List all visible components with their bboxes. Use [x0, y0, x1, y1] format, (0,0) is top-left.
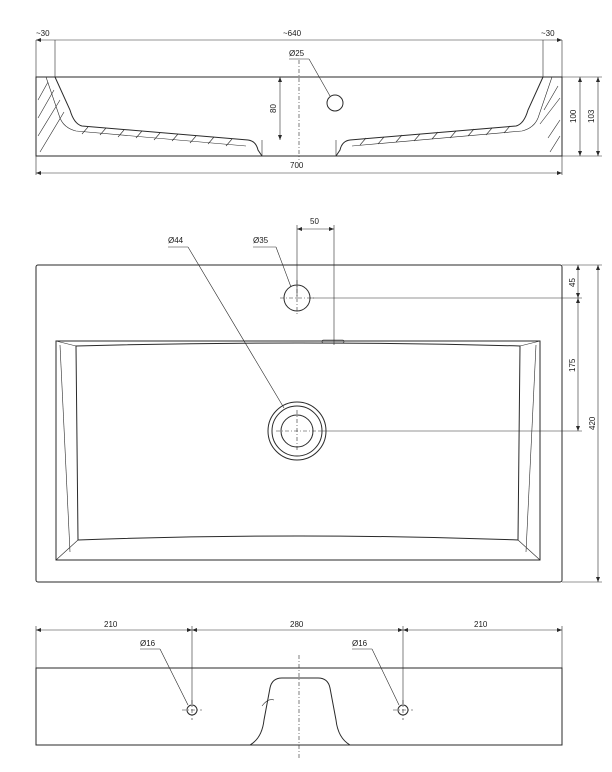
top-outline: [35, 264, 563, 583]
dim-height-inner: 100: [569, 109, 578, 123]
section-view: ~30 ~640 ~30 Ø25 80 100 103 700: [35, 29, 602, 175]
hatching-bottom: [81, 125, 511, 147]
overflow-slot: [321, 339, 345, 344]
dim-right-hole: Ø16: [352, 639, 368, 648]
right-wall-inner: [351, 76, 553, 147]
dim-right: 210: [474, 620, 488, 629]
dim-drain-diameter: Ø44: [168, 236, 184, 245]
dim-tap-offset: 50: [310, 217, 319, 226]
hatching-right: [539, 85, 561, 153]
drain-section: [261, 140, 337, 156]
dim-inner-width: ~640: [283, 29, 302, 38]
dim-right-rim: ~30: [541, 29, 555, 38]
basin-inner: [75, 342, 521, 541]
dim-tap-from-edge: 45: [568, 278, 577, 287]
top-view: 50 Ø35 Ø44 45 175 420: [35, 217, 602, 583]
dim-total-width: 700: [290, 161, 304, 170]
dim-height-outer: 103: [587, 109, 596, 123]
rear-view: 210 280 210 Ø16 Ø16: [35, 620, 563, 760]
dim-middle: 280: [290, 620, 304, 629]
hatching-left: [37, 81, 65, 153]
dim-left-rim: ~30: [36, 29, 50, 38]
dim-basin-depth: 80: [269, 104, 278, 113]
dim-overflow-diameter: Ø25: [289, 49, 305, 58]
rear-outline: [35, 667, 563, 746]
dim-left-hole: Ø16: [140, 639, 156, 648]
left-wall-inner: [45, 76, 247, 147]
dim-left: 210: [104, 620, 118, 629]
dim-total-depth: 420: [588, 416, 597, 430]
overflow-hole: [326, 94, 344, 112]
basin-outer: [55, 340, 541, 561]
dim-drain-from-tap: 175: [568, 358, 577, 372]
siphon-opening: [249, 677, 351, 746]
basin-profile: [54, 76, 544, 157]
dim-tap-diameter: Ø35: [253, 236, 269, 245]
